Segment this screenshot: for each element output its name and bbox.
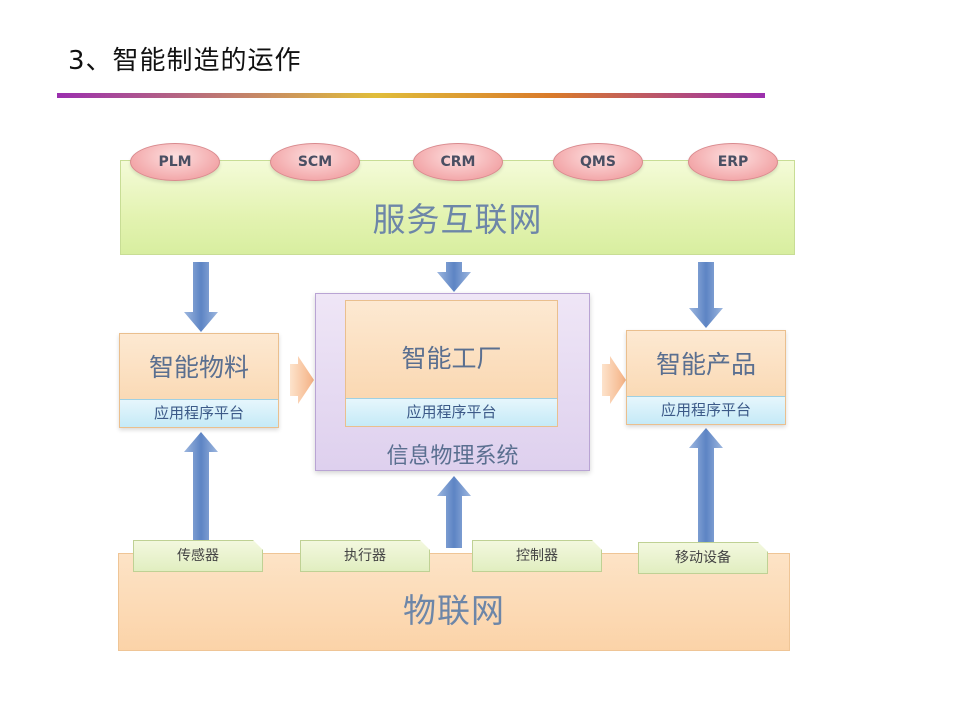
service-internet-label: 服务互联网 xyxy=(372,200,543,239)
arrow-right-materials-to-cps xyxy=(290,356,314,404)
device-tab-sensor: 传感器 xyxy=(133,540,263,572)
device-tab-actuator: 执行器 xyxy=(300,540,430,572)
system-oval-plm: PLM xyxy=(130,143,220,181)
device-tab-controller: 控制器 xyxy=(472,540,602,572)
slide-title: 3、智能制造的运作 xyxy=(68,46,302,76)
arrow-up-to-products xyxy=(689,428,723,548)
system-oval-qms: QMS xyxy=(553,143,643,181)
smart-materials-label: 智能物料 xyxy=(148,353,249,382)
smart-materials-box: 智能物料 应用程序平台 xyxy=(119,333,279,428)
smart-factory-platform: 应用程序平台 xyxy=(346,398,557,426)
arrow-up-to-cps xyxy=(437,476,471,548)
smart-materials-platform: 应用程序平台 xyxy=(120,399,278,427)
title-divider xyxy=(57,93,765,98)
cps-label: 信息物理系统 xyxy=(386,444,519,469)
smart-factory-box: 智能工厂 应用程序平台 xyxy=(345,300,558,427)
system-oval-scm: SCM xyxy=(270,143,360,181)
arrow-down-to-materials xyxy=(184,262,218,332)
arrow-up-to-materials xyxy=(184,432,218,548)
smart-products-box: 智能产品 应用程序平台 xyxy=(626,330,786,425)
system-oval-erp: ERP xyxy=(688,143,778,181)
smart-products-platform: 应用程序平台 xyxy=(627,396,785,424)
iot-label: 物联网 xyxy=(403,591,505,630)
arrow-down-to-factory xyxy=(437,262,471,292)
system-oval-crm: CRM xyxy=(413,143,503,181)
arrow-down-to-products xyxy=(689,262,723,328)
arrow-right-cps-to-products xyxy=(602,356,626,404)
smart-factory-label: 智能工厂 xyxy=(401,344,502,373)
device-tab-mobile: 移动设备 xyxy=(638,542,768,574)
smart-products-label: 智能产品 xyxy=(655,350,756,379)
